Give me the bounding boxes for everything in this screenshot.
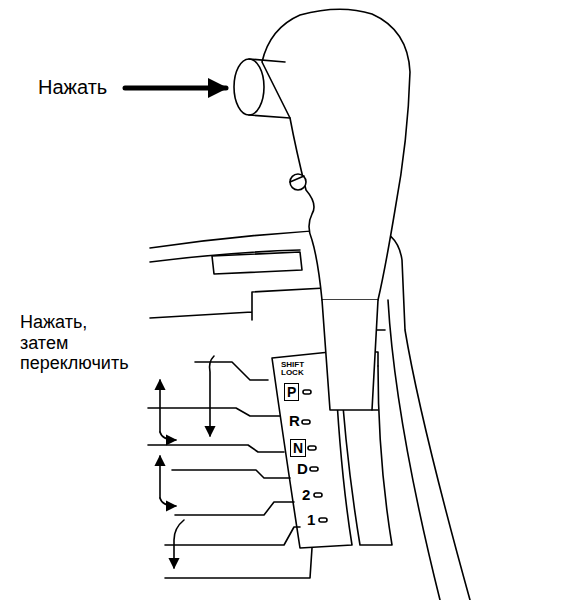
gear-position: P — [287, 384, 296, 400]
indicator-light — [314, 493, 322, 497]
release-button — [249, 59, 290, 118]
gear-position: 2 — [302, 486, 310, 503]
lever-knob — [262, 9, 410, 300]
lever-stem — [322, 300, 378, 410]
indicator-light — [308, 446, 316, 450]
push-arrow — [125, 86, 226, 91]
overdrive-button — [290, 174, 306, 190]
motion-arrow — [159, 456, 161, 498]
gate-pattern — [148, 408, 280, 416]
indicator-light — [303, 390, 311, 394]
lever-stem — [372, 409, 378, 411]
console-edge — [388, 300, 440, 600]
gate-pattern — [172, 470, 290, 478]
console-panel — [212, 252, 302, 274]
gear-position: D — [297, 460, 308, 477]
gate-pattern — [175, 502, 294, 515]
gear-position: R — [289, 412, 300, 429]
gear-position: N — [293, 440, 303, 456]
motion-arrow — [159, 380, 161, 432]
instruction-label: Нажать — [38, 76, 107, 99]
gate-pattern — [195, 362, 268, 380]
motion-arrow — [174, 520, 184, 568]
instruction-label: Нажать, затем переключить — [20, 312, 129, 374]
motion-arrow — [210, 356, 215, 436]
indicator-light — [319, 518, 327, 522]
console-edge — [150, 288, 325, 320]
overdrive-button — [290, 176, 304, 182]
gate-pattern — [148, 445, 284, 452]
indicator-light — [310, 467, 318, 471]
gear-position: 1 — [307, 511, 315, 528]
motion-arrow — [160, 498, 176, 506]
indicator-light — [302, 420, 310, 424]
release-button — [234, 59, 264, 115]
shift-lock-label: SHIFT LOCK — [281, 361, 304, 377]
motion-arrow — [160, 432, 176, 440]
gear-position-box: P — [284, 383, 299, 401]
gear-position-box: N — [290, 439, 306, 457]
gate-pattern — [165, 527, 300, 545]
gate-pattern — [165, 548, 312, 578]
